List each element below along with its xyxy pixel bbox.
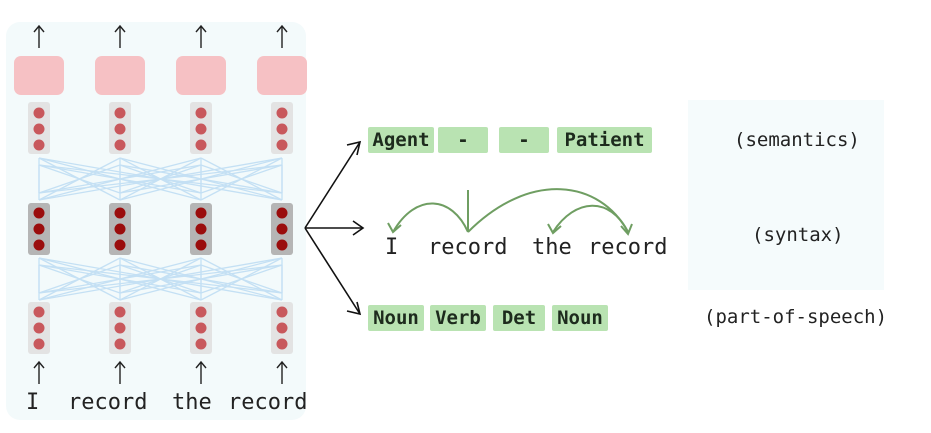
attention-line [38,164,202,194]
hidden-unit [276,207,288,219]
pos-tag: Noun [552,305,608,331]
hidden-unit [276,338,288,350]
syntax-label: (syntax) [752,224,844,246]
semantic-tag: - [499,127,549,153]
output-arrowhead [276,24,288,33]
hidden-unit [195,322,207,334]
hidden-unit [195,139,207,151]
input-word: record [228,390,308,415]
arrowhead-semantics [346,140,362,156]
hidden-unit [114,338,126,350]
hidden-unit [276,139,288,151]
attention-line [200,264,283,294]
dependency-arcs [387,188,633,236]
branch-arrows [304,141,362,315]
semantics-label: (semantics) [734,129,860,151]
hidden-unit [276,322,288,334]
pos-label: (part-of-speech) [704,306,888,328]
hidden-unit [195,107,207,119]
syntax-word: record [588,235,668,260]
output-box [257,56,307,95]
hidden-unit [114,322,126,334]
hidden-unit [33,223,45,235]
attention-connections-upper [38,157,283,201]
semantic-tag: - [438,127,488,153]
hidden-unit [195,338,207,350]
hidden-unit [33,306,45,318]
output-box [176,56,226,95]
arc-record-to-I [392,202,469,233]
arrowhead-pos [346,301,362,316]
semantic-tag: Patient [557,127,652,153]
hidden-unit [33,239,45,251]
semantic-tag: Agent [368,127,434,153]
syntax-word: record [428,235,508,260]
hidden-unit [33,207,45,219]
arrow-to-semantics [304,141,361,229]
output-box [95,56,145,95]
output-box [14,56,64,95]
hidden-unit [114,139,126,151]
arc-arrowhead-I [387,222,402,234]
input-word: record [68,390,148,415]
hidden-unit [114,239,126,251]
hidden-unit [33,123,45,135]
output-arrowhead [195,24,207,33]
hidden-unit [276,123,288,135]
hidden-unit [114,306,126,318]
pos-tag: Noun [368,305,424,331]
arc-arrowhead-record [620,223,633,236]
hidden-unit [33,338,45,350]
attention-line [38,264,202,294]
input-arrowhead [195,360,207,369]
arc-record-to-the [552,204,629,233]
hidden-unit [276,306,288,318]
attention-connections-lower [38,257,283,301]
hidden-unit [33,139,45,151]
hidden-unit [195,207,207,219]
arrowheads [346,140,365,316]
pos-tag: Verb [430,305,486,331]
encoder-background [6,22,306,420]
hidden-unit [276,239,288,251]
input-arrowhead [114,360,126,369]
attention-line [119,164,283,194]
attention-line [119,264,283,294]
attention-line [38,264,121,294]
hidden-unit [33,107,45,119]
hidden-unit [33,322,45,334]
syntax-word: I [385,235,399,260]
right-background [688,100,884,290]
pos-tag: Det [493,305,545,331]
attention-line [38,264,283,294]
hidden-unit [114,207,126,219]
hidden-unit [195,123,207,135]
hidden-unit [114,107,126,119]
attention-line [38,164,283,194]
output-arrowhead [114,24,126,33]
hidden-unit [195,306,207,318]
hidden-unit [195,239,207,251]
output-arrowhead [33,24,45,33]
input-word: I [26,390,40,415]
arrowhead-syntax [352,220,365,236]
syntax-word: the [532,235,572,260]
input-arrowhead [33,360,45,369]
attention-line [200,164,283,194]
input-word: the [172,390,212,415]
arrow-to-pos [304,227,361,315]
hidden-unit [114,123,126,135]
input-arrowhead [276,360,288,369]
hidden-unit [276,107,288,119]
attention-line [38,164,121,194]
hidden-unit [276,223,288,235]
arc-arrowhead-the [547,223,562,235]
hidden-unit [195,223,207,235]
hidden-unit [114,223,126,235]
